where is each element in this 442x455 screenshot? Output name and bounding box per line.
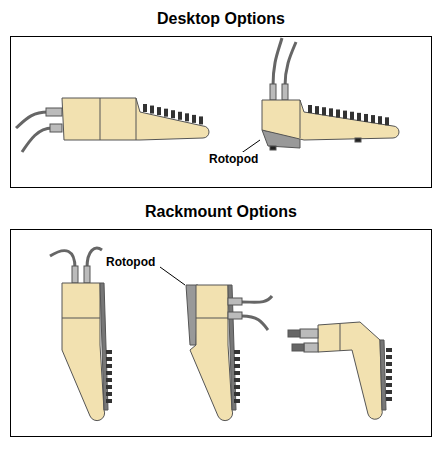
mixer-rack-vertical-part-part [106,371,112,375]
mixer-rack-angled-part [340,324,341,351]
mixer-flat-part [50,124,62,132]
panel-heading: Desktop Options [11,10,431,28]
mixer-rack-angled-part [380,340,386,410]
mixer-rack-angled-part [292,344,304,351]
mixer-flat-part [143,104,203,124]
mixer-rack-vertical-part [62,318,100,319]
mixer-rack-angled-part-part [386,362,392,366]
mixer-rack-rotopod-part-part [234,350,240,354]
mixer-rack-rotopod-part [190,285,233,421]
mixer-rack-vertical-part-part [106,392,112,396]
option-panel: Rackmount Options [10,229,432,437]
mixer-rack-rotopod-part [234,350,240,403]
mixer-tilted-part [285,42,296,86]
mixer-rack-angled-part-part [386,397,392,401]
mixer-rack-vertical-part [72,266,78,283]
mixer-rack-rotopod [186,285,272,421]
mixer-rack-vertical-part [100,283,108,410]
mixer-rack-vertical-part-part [106,399,112,403]
mixer-tilted-part [270,146,276,150]
mixer-rack-vertical-part [84,266,90,283]
mixer-tilted-part-part [336,109,340,117]
mixer-rack-angled-part [300,329,318,338]
mixer-rack-angled-part [386,348,392,401]
mixer-rack-vertical-part [50,251,75,268]
mixer-rack-angled-part-part [386,355,392,359]
mixer-flat-part-part [185,113,189,121]
mixer-flat-part [136,98,137,140]
mixer-rack-rotopod-part-part [234,392,240,396]
mixer-rack-vertical-part [87,248,102,268]
mixer-rack-angled-part-part [386,369,392,373]
mixer-flat-part [62,98,209,140]
mixer-tilted-part-part [357,113,361,121]
mixer-rack-angled-part [304,343,318,352]
mixer-rack-rotopod-part [228,298,242,305]
mixer-tilted-part [270,84,276,100]
mixer-rack-rotopod-part-part [234,385,240,389]
mixer-rack-rotopod-part [242,316,268,330]
mixer-tilted-part [273,38,282,86]
mixer-rack-angled-part [318,322,382,419]
mixer-rack-angled-part-part [386,376,392,380]
mixer-tilted-part [355,138,361,142]
mixer-rack-rotopod-part-part [234,378,240,382]
mixer-rack-rotopod-part-part [234,357,240,361]
mixer-flat-part [46,108,62,116]
mixer-rack-vertical-part [106,350,112,403]
mixer-rack-vertical-part-part [106,378,112,382]
mixer-tilted-part-part [329,108,333,116]
mixer-tilted-part-part [308,105,312,113]
mixer-tilted-part-part [364,114,368,122]
mixer-rack-vertical-part-part [106,350,112,354]
mixer-flat-part-part [150,106,154,114]
mixer-tilted-part-part [350,112,354,120]
mixer-tilted-part [262,100,399,140]
mixer-flat-part [16,112,48,128]
mixer-rack-angled-part [288,330,300,337]
panel-heading: Rackmount Options [11,203,431,221]
mixer-tilted-part-part [371,115,375,123]
mixer-flat-part [22,128,52,152]
mixer-tilted-part-part [322,107,326,115]
mixer-rack-vertical-part-part [106,357,112,361]
mixer-tilted [262,38,399,150]
mixer-flat-part [100,98,101,140]
mixer-flat-part-part [199,116,203,124]
mixer-tilted-part [282,84,288,100]
mixer-flat-part-part [171,110,175,118]
mixer-tilted-part-part [343,111,347,119]
part-label: Rotopod [105,255,156,269]
mixer-flat-part-part [143,104,147,112]
mixer-flat-part-part [157,107,161,115]
mixer-tilted-part [300,100,301,138]
mixer-rack-vertical-part-part [106,385,112,389]
mixer-flat-part-part [178,112,182,120]
mixer-tilted-part-part [385,117,389,125]
mixer-rack-vertical-part [62,283,105,421]
mixer-flat-part-part [164,109,168,117]
mixer-rack-angled-part-part [386,383,392,387]
mixer-rack-rotopod-part [242,296,272,302]
mixer-rack-vertical [50,248,112,420]
mixer-rack-rotopod-part-part [234,364,240,368]
mixer-rack-angled [288,322,392,419]
mixer-rack-rotopod-part-part [234,371,240,375]
mixer-rack-rotopod-part [196,318,228,319]
mixer-rack-angled-part-part [386,348,392,352]
mixer-flat [16,98,209,152]
mixer-tilted-part [308,105,389,125]
mixer-rack-angled-part-part [386,390,392,394]
mixer-rack-rotopod-part [228,312,242,319]
leader-line [160,267,185,285]
mixer-rack-vertical-part-part [106,364,112,368]
part-label: Rotopod [208,152,259,166]
mixer-rack-rotopod-part-part [234,399,240,403]
mixer-tilted-part-part [315,106,319,114]
mixer-tilted-part-part [378,116,382,124]
mixer-flat-part-part [192,115,196,123]
